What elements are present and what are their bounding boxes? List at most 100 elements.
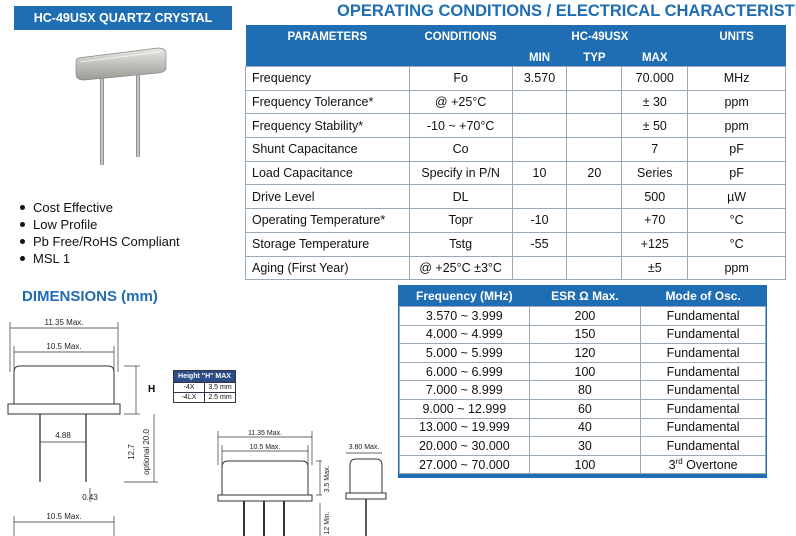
spec-cell-typ xyxy=(566,255,623,281)
spec-cell-typ xyxy=(566,66,623,91)
spec-cell-max: ± 30 xyxy=(621,89,689,115)
esr-cell-esr: 150 xyxy=(528,324,642,345)
spec-cell-param: Frequency xyxy=(245,66,410,91)
height-table-title: Height "H" MAX xyxy=(174,371,235,382)
esr-cell-mode: Fundamental xyxy=(640,343,766,363)
spec-cell-cond: @ +25°C xyxy=(408,89,513,115)
spec-cell-unit: MHz xyxy=(687,66,786,91)
header-parameters: PARAMETERS xyxy=(245,25,410,49)
spec-cell-param: Drive Level xyxy=(245,184,410,210)
spec-cell-cond: @ +25°C ±3°C xyxy=(408,255,513,281)
dimension-drawing-small: 11.35 Max. 10.5 Max. 3.5 Max. 12 Min. 3.… xyxy=(217,430,387,536)
dim-width-bottom: 10.5 Max. xyxy=(46,512,81,521)
esr-cell-freq: 5.000 ~ 5.999 xyxy=(399,343,530,363)
spec-cell-min xyxy=(511,137,568,162)
spec-cell-cond: DL xyxy=(408,184,513,210)
header-units: UNITS xyxy=(687,25,786,49)
esr-cell-mode: Fundamental xyxy=(640,361,766,382)
bullet-icon xyxy=(20,256,25,261)
spec-cell-typ xyxy=(566,89,623,115)
spec-cell-typ xyxy=(566,113,623,139)
dim-lead-diameter: 0.43 xyxy=(82,493,98,502)
header-conditions: CONDITIONS xyxy=(409,25,513,49)
dim-lead-optional: optional 20.0 xyxy=(142,429,151,475)
spec-cell-cond: Specify in P/N xyxy=(408,160,513,186)
spec-cell-typ: 20 xyxy=(566,160,623,186)
esr-cell-freq: 27.000 ~ 70.000 xyxy=(399,454,530,475)
header-min: MIN xyxy=(512,49,567,67)
esr-cell-esr: 80 xyxy=(528,380,642,400)
feature-item: MSL 1 xyxy=(18,250,238,267)
esr-cell-mode: 3rd Overtone xyxy=(640,454,766,475)
feature-item: Low Profile xyxy=(18,216,238,233)
spec-cell-unit: ppm xyxy=(687,89,786,115)
esr-cell-freq: 7.000 ~ 8.999 xyxy=(399,380,530,400)
esr-cell-freq: 9.000 ~ 12.999 xyxy=(399,398,530,419)
dim-height-label: H xyxy=(148,384,155,395)
dim-width-outer: 11.35 Max. xyxy=(45,318,84,327)
spec-cell-typ xyxy=(566,208,623,233)
esr-cell-mode: Fundamental xyxy=(640,306,766,326)
main-title: OPERATING CONDITIONS / ELECTRICAL CHARAC… xyxy=(337,2,796,20)
bullet-icon xyxy=(20,239,25,244)
dimension-drawing-front: 11.35 Max. 10.5 Max. H 4.88 12.7 optiona… xyxy=(7,318,158,536)
esr-cell-freq: 13.000 ~ 19.999 xyxy=(399,417,530,438)
spec-cell-param: Frequency Stability* xyxy=(245,113,410,139)
spec-cell-cond: Fo xyxy=(408,66,513,91)
spec-cell-param: Frequency Tolerance* xyxy=(245,89,410,115)
esr-cell-mode: Fundamental xyxy=(640,417,766,438)
spec-cell-min: 10 xyxy=(511,160,568,186)
dim-lead-length: 12.7 xyxy=(127,444,136,460)
spec-cell-typ xyxy=(566,184,623,210)
header-esr: ESR Ω Max. xyxy=(529,286,641,307)
spec-cell-cond: Topr xyxy=(408,208,513,233)
bullet-icon xyxy=(20,222,25,227)
spec-cell-max: 500 xyxy=(621,184,689,210)
header-typ: TYP xyxy=(566,49,622,67)
spec-cell-param: Load Capacitance xyxy=(245,160,410,186)
spec-cell-max: +125 xyxy=(621,231,689,257)
spec-cell-min xyxy=(511,184,568,210)
esr-cell-mode: Fundamental xyxy=(640,324,766,345)
spec-cell-min: -10 xyxy=(511,208,568,233)
esr-table-container: Frequency (MHz) ESR Ω Max. Mode of Osc. … xyxy=(398,285,767,478)
dim-s-width-outer: 11.35 Max. xyxy=(248,430,282,437)
spec-cell-min xyxy=(511,255,568,281)
electrical-table: PARAMETERS CONDITIONS HC-49USX UNITS MIN… xyxy=(245,25,786,281)
spec-cell-min xyxy=(511,113,568,139)
spec-cell-unit: ppm xyxy=(687,113,786,139)
spec-cell-max: +70 xyxy=(621,208,689,233)
spec-cell-unit: °C xyxy=(687,208,786,233)
spec-cell-param: Operating Temperature* xyxy=(245,208,410,233)
crystal-image xyxy=(60,40,200,170)
dim-width-inner: 10.5 Max. xyxy=(46,342,81,351)
spec-cell-unit: °C xyxy=(687,231,786,257)
header-max: MAX xyxy=(621,49,688,67)
esr-cell-esr: 100 xyxy=(528,361,642,382)
spec-cell-min: -55 xyxy=(511,231,568,257)
spec-cell-min xyxy=(511,89,568,115)
dimensions-title: DIMENSIONS (mm) xyxy=(22,288,158,305)
header-mode: Mode of Osc. xyxy=(640,286,766,307)
spec-cell-max: 70.000 xyxy=(621,66,689,91)
esr-cell-esr: 40 xyxy=(528,417,642,438)
feature-item: Cost Effective xyxy=(18,199,238,216)
spec-cell-cond: Co xyxy=(408,137,513,162)
spec-cell-param: Storage Temperature xyxy=(245,231,410,257)
spec-cell-unit: µW xyxy=(687,184,786,210)
spec-cell-cond: Tstg xyxy=(408,231,513,257)
esr-cell-esr: 60 xyxy=(528,398,642,419)
